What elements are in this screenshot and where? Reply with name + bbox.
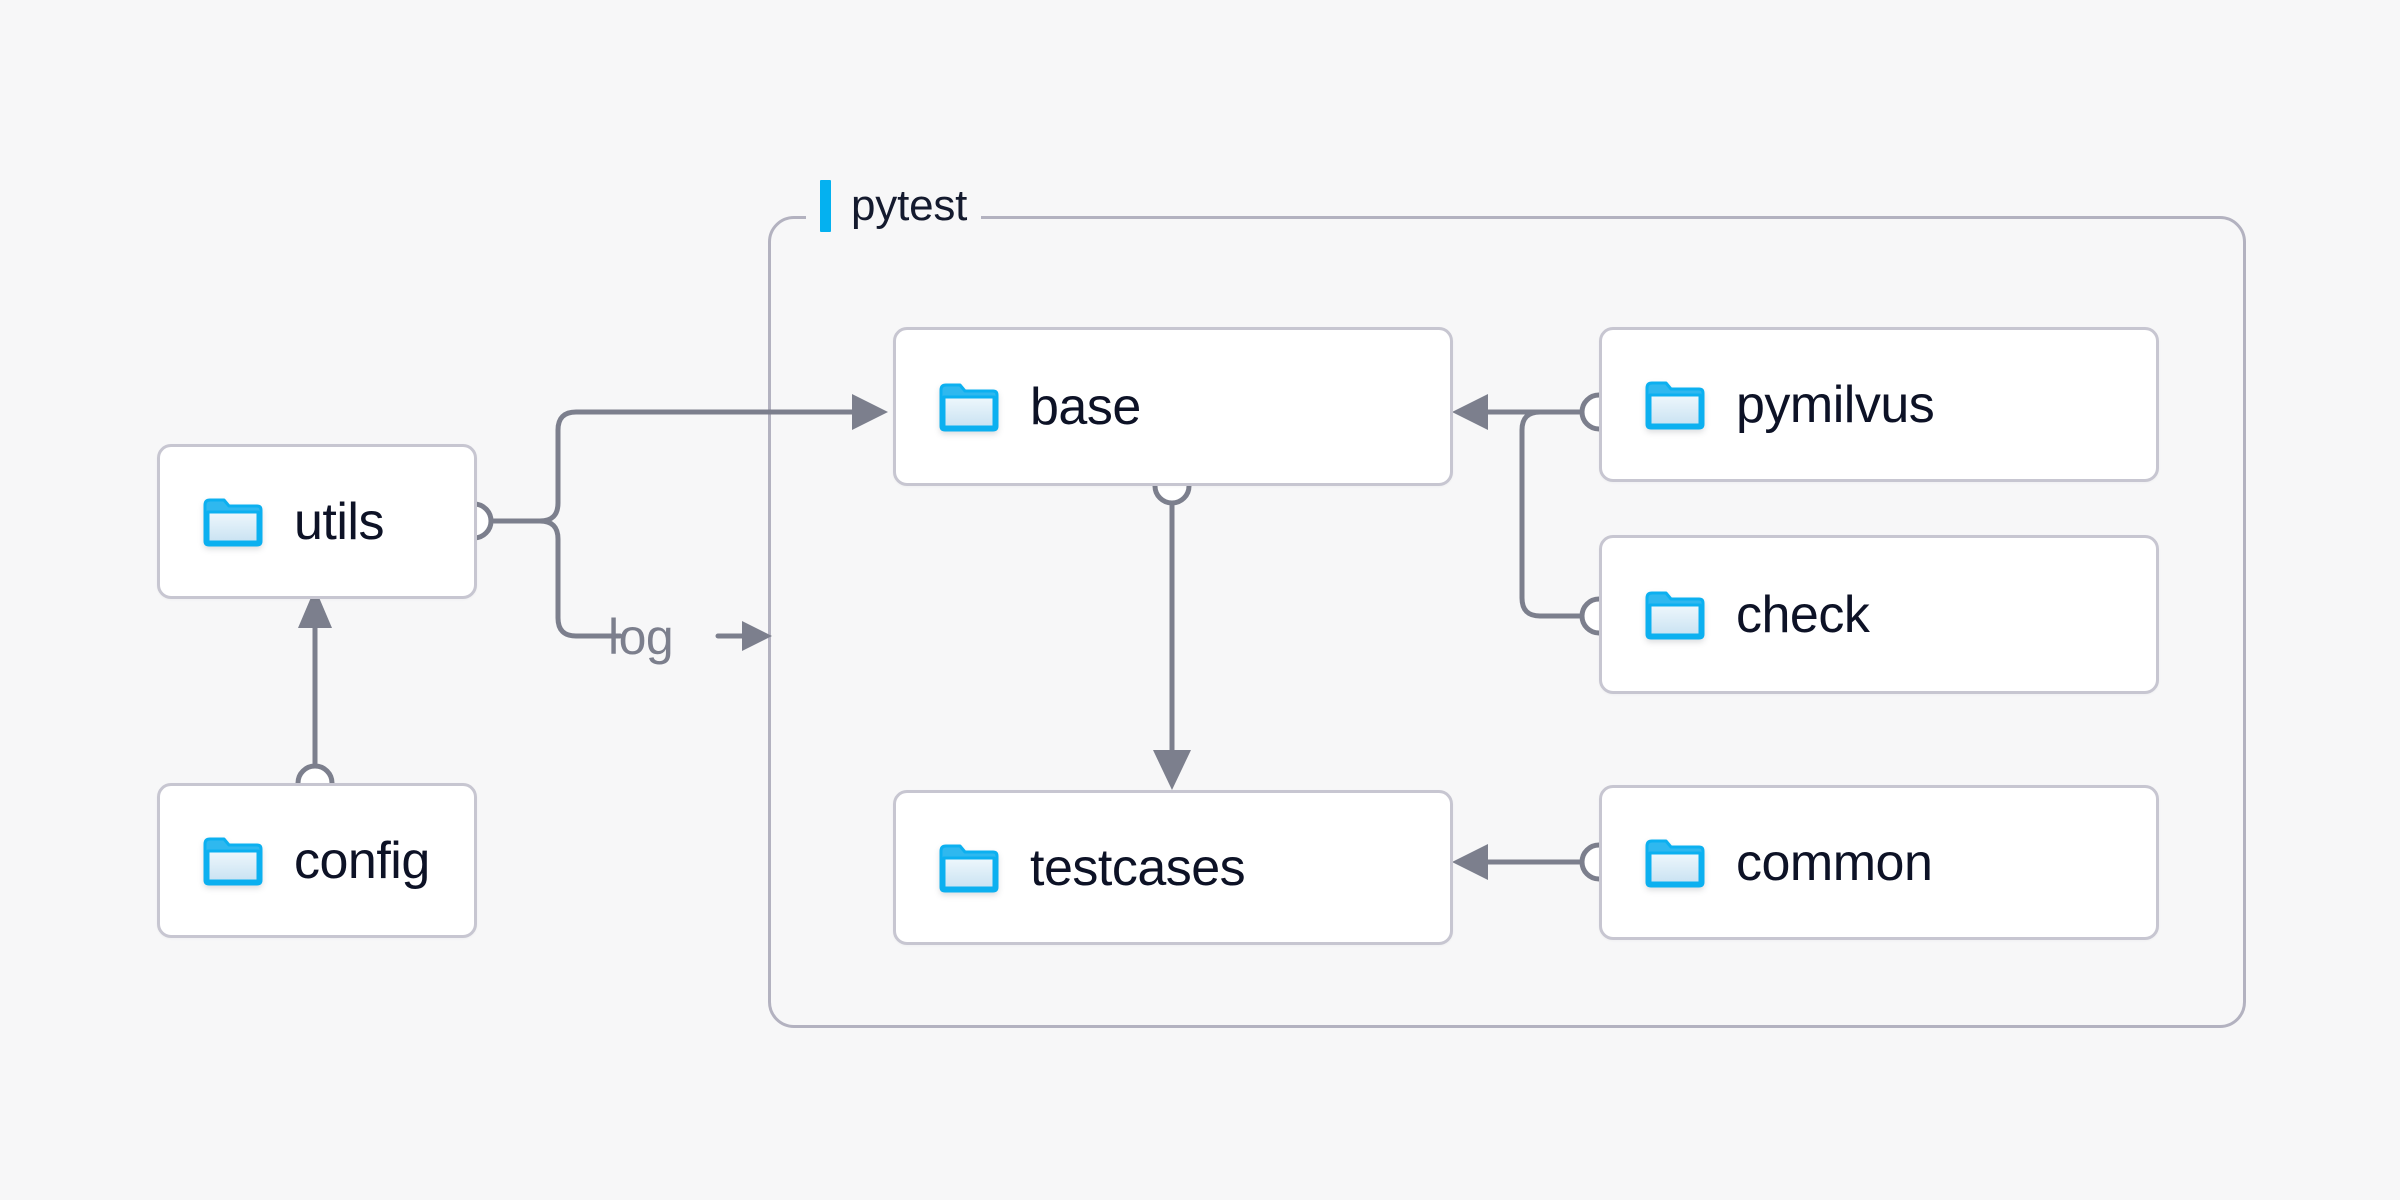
group-accent-bar — [820, 180, 831, 232]
node-config-content: config — [160, 835, 430, 887]
edge-config-to-utils — [295, 588, 335, 803]
edge-label-log: log — [608, 609, 674, 665]
node-testcases-label: testcases — [1030, 838, 1246, 897]
node-check-label: check — [1736, 585, 1870, 644]
edge-log-arrow — [715, 621, 772, 651]
folder-icon — [939, 844, 999, 892]
node-common-content: common — [1602, 833, 1933, 892]
node-config-label: config — [294, 831, 430, 890]
node-utils[interactable]: utils — [157, 444, 477, 599]
folder-icon — [203, 498, 263, 546]
node-base[interactable]: base — [893, 327, 1453, 486]
folder-icon — [1645, 839, 1705, 887]
node-common-label: common — [1736, 833, 1933, 892]
node-common[interactable]: common — [1599, 785, 2159, 940]
node-base-label: base — [1030, 377, 1141, 436]
node-base-content: base — [896, 381, 1141, 433]
node-config[interactable]: config — [157, 783, 477, 938]
edge-utils-to-log — [491, 518, 623, 639]
folder-icon — [939, 383, 999, 431]
node-check-content: check — [1602, 585, 1870, 644]
node-pymilvus[interactable]: pymilvus — [1599, 327, 2159, 482]
node-utils-content: utils — [160, 496, 384, 548]
node-pymilvus-label: pymilvus — [1736, 375, 1935, 434]
folder-icon — [1645, 591, 1705, 639]
node-testcases-content: testcases — [896, 838, 1246, 897]
node-pymilvus-content: pymilvus — [1602, 375, 1935, 434]
group-pytest-label: pytest — [806, 178, 982, 234]
group-title: pytest — [851, 181, 968, 230]
folder-icon — [1645, 381, 1705, 429]
node-testcases[interactable]: testcases — [893, 790, 1453, 945]
node-check[interactable]: check — [1599, 535, 2159, 694]
node-utils-label: utils — [294, 492, 384, 551]
folder-icon — [203, 837, 263, 885]
